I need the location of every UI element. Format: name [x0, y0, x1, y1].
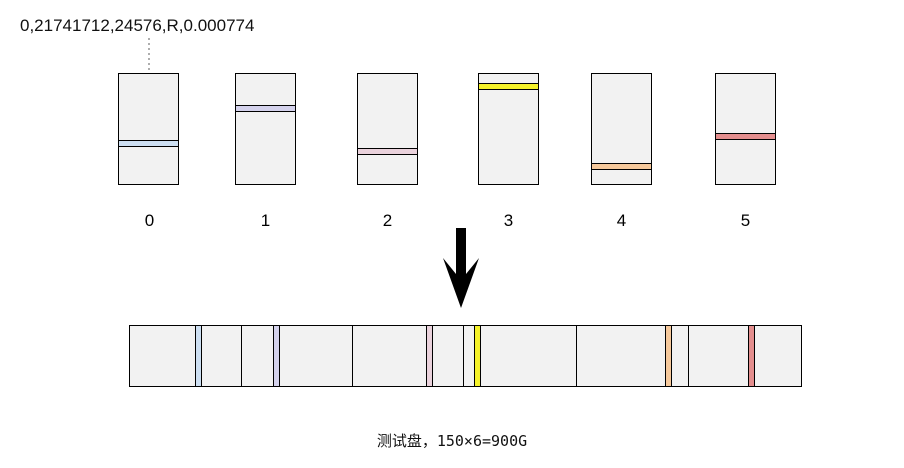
stripe-2 — [426, 326, 433, 386]
disk-label-1: 1 — [260, 211, 271, 230]
disk-3 — [478, 73, 539, 185]
caption: 测试盘，150×6=900G — [376, 432, 528, 450]
stripe-3 — [474, 326, 481, 386]
disk-4 — [591, 73, 652, 185]
segment-divider — [352, 326, 353, 386]
disk-5 — [715, 73, 776, 185]
stripe-0 — [195, 326, 202, 386]
disk-2 — [357, 73, 418, 185]
disk-band-5 — [716, 133, 775, 140]
segment-divider — [463, 326, 464, 386]
disk-1 — [235, 73, 296, 185]
disk-label-3: 3 — [503, 211, 514, 230]
disk-band-1 — [236, 105, 295, 112]
disk-label-5: 5 — [740, 211, 751, 230]
disk-band-2 — [358, 148, 417, 155]
disk-band-0 — [119, 140, 178, 147]
disk-0 — [118, 73, 179, 185]
stripe-4 — [665, 326, 672, 386]
stripe-5 — [748, 326, 755, 386]
segment-divider — [688, 326, 689, 386]
down-arrow-icon — [443, 228, 479, 308]
test-disk — [129, 325, 802, 387]
disk-label-0: 0 — [144, 211, 155, 230]
stripe-1 — [273, 326, 280, 386]
segment-divider — [576, 326, 577, 386]
segment-divider — [241, 326, 242, 386]
disk-label-4: 4 — [616, 211, 627, 230]
record-label: 0,21741712,24576,R,0.000774 — [20, 16, 255, 35]
disk-band-3 — [479, 83, 538, 90]
disk-band-4 — [592, 163, 651, 170]
disk-label-2: 2 — [382, 211, 393, 230]
